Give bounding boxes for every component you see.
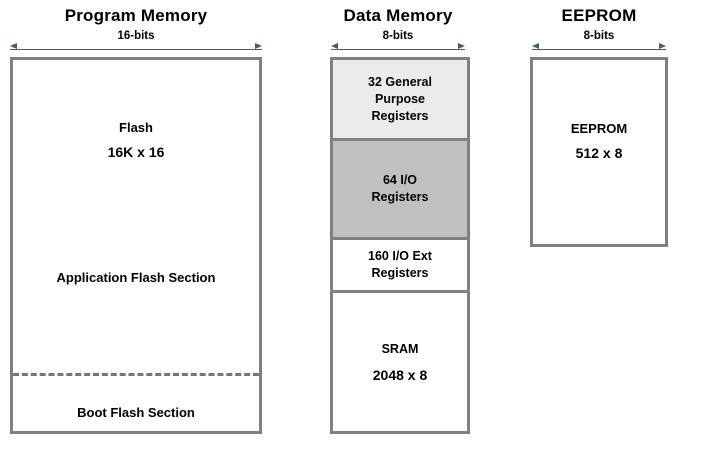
arrow-head-left-icon: [532, 43, 539, 49]
program-memory-width-label: 16-bits: [117, 30, 155, 42]
io-registers-line-2: Registers: [371, 190, 429, 204]
program-memory-width-arrow: 16-bits: [10, 30, 262, 58]
io-ext-registers-block: 160 I/O Ext Registers: [333, 240, 467, 290]
flash-size-label: 16K x 16: [107, 144, 165, 160]
arrow-line: [532, 49, 666, 50]
gp-io-divider: [333, 138, 467, 141]
arrow-head-left-icon: [331, 43, 338, 49]
arrow-head-right-icon: [659, 43, 666, 49]
data-memory-box: 32 General Purpose Registers 64 I/O Regi…: [330, 57, 470, 434]
io-ext-registers-line-1: 160 I/O Ext: [368, 249, 432, 263]
io-ext-registers-line-2: Registers: [371, 266, 429, 280]
eeprom-box: EEPROM 512 x 8: [530, 57, 668, 247]
arrow-head-right-icon: [458, 43, 465, 49]
gp-registers-line-2: Purpose: [374, 91, 425, 106]
data-memory-title: Data Memory: [343, 6, 453, 25]
gp-registers-line-1: 32 General: [368, 74, 432, 89]
eeprom-title: EEPROM: [561, 6, 637, 25]
eeprom-width-label: 8-bits: [583, 30, 615, 42]
flash-block: Flash 16K x 16: [13, 115, 259, 165]
eeprom-width-arrow: 8-bits: [532, 30, 666, 58]
eeprom-block: EEPROM 512 x 8: [533, 116, 665, 166]
io-ioext-divider: [333, 237, 467, 240]
io-registers-block: 64 I/O Registers: [333, 141, 467, 237]
boot-flash-section-label: Boot Flash Section: [77, 405, 195, 420]
sram-size-label: 2048 x 8: [372, 366, 428, 383]
data-memory-width-arrow: 8-bits: [331, 30, 465, 58]
io-registers-line-1: 64 I/O: [382, 173, 418, 187]
data-memory-width-label: 8-bits: [382, 30, 414, 42]
boot-section-divider: [13, 373, 259, 376]
program-memory-box: Flash 16K x 16 Application Flash Section…: [10, 57, 262, 434]
arrow-line: [331, 49, 465, 50]
sram-name-label: SRAM: [381, 341, 419, 356]
gp-registers-block: 32 General Purpose Registers: [333, 60, 467, 138]
ioext-sram-divider: [333, 290, 467, 293]
arrow-line: [10, 49, 262, 50]
gp-registers-line-3: Registers: [371, 108, 429, 123]
eeprom-name-label: EEPROM: [570, 121, 628, 136]
flash-name-label: Flash: [119, 120, 153, 135]
sram-block: SRAM 2048 x 8: [333, 293, 467, 431]
eeprom-size-label: 512 x 8: [575, 145, 623, 161]
program-memory-title: Program Memory: [64, 6, 208, 25]
arrow-head-left-icon: [10, 43, 17, 49]
application-flash-section-label: Application Flash Section: [56, 270, 216, 285]
arrow-head-right-icon: [255, 43, 262, 49]
